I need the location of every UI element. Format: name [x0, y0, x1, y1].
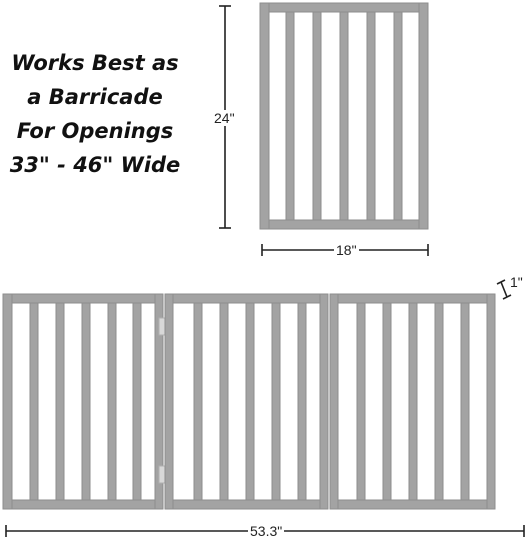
- gate-slat: [356, 302, 366, 501]
- gate-panel-right: [329, 293, 496, 510]
- panel-slat: [285, 11, 295, 221]
- depth-label: 1": [510, 274, 523, 290]
- panel-right-stile: [418, 2, 429, 230]
- panel-width-label: 18": [334, 242, 359, 258]
- panel-bottom-rail: [259, 219, 429, 230]
- panel-slat: [339, 11, 349, 221]
- folding-gate: [2, 293, 496, 510]
- gate-slat: [245, 302, 255, 501]
- headline-line-4: 33" - 46" Wide: [9, 153, 181, 177]
- gate-slat: [132, 302, 142, 501]
- single-gate-panel: [259, 2, 429, 230]
- headline-line-3: For Openings: [16, 119, 174, 143]
- gate-slat: [29, 302, 39, 501]
- headline-line-1: Works Best as: [11, 51, 179, 75]
- panel-top-rail: [259, 2, 429, 13]
- gate-slat: [219, 302, 229, 501]
- panel-left-stile: [259, 2, 270, 230]
- gate-panel-left: [2, 293, 164, 510]
- gate-slat: [297, 302, 307, 501]
- gate-slat: [55, 302, 65, 501]
- gate-slat: [434, 302, 444, 501]
- total-width-label: 53.3": [248, 523, 285, 539]
- headline-line-2: a Barricade: [27, 85, 163, 109]
- gate-panel-center: [164, 293, 329, 510]
- depth-dimension: [496, 279, 512, 300]
- gate-slat: [382, 302, 392, 501]
- panel-height-label: 24": [212, 110, 237, 126]
- gate-slat: [107, 302, 117, 501]
- gate-slat: [408, 302, 418, 501]
- panel-slat: [366, 11, 376, 221]
- gate-slat: [193, 302, 203, 501]
- gate-slat: [81, 302, 91, 501]
- headline: Works Best as a Barricade For Openings 3…: [0, 46, 190, 182]
- panel-slat: [393, 11, 403, 221]
- gate-slat: [271, 302, 281, 501]
- gate-slat: [460, 302, 470, 501]
- panel-slat: [312, 11, 322, 221]
